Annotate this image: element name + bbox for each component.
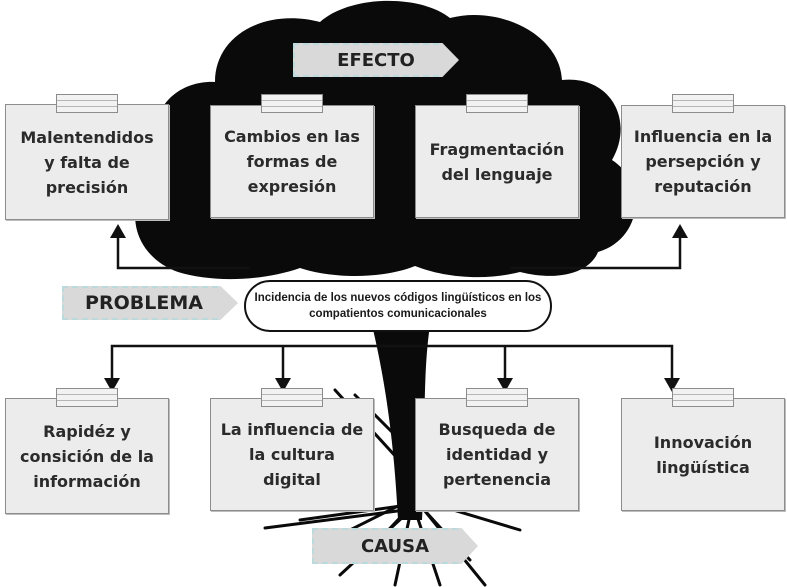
cause-banner: CAUSA <box>312 528 478 564</box>
tape-decoration <box>672 388 734 407</box>
effect-card-2: Cambios en las formas de expresión <box>210 105 374 218</box>
problem-banner: PROBLEMA <box>62 286 238 320</box>
arrow-head-cause-4 <box>664 378 680 392</box>
effect-card-3: Fragmentación del lenguaje <box>415 105 579 218</box>
effect-card-text: Fragmentación del lenguaje <box>429 139 565 184</box>
problem-label: PROBLEMA <box>85 292 203 314</box>
arrow-head-cause-1 <box>104 378 120 392</box>
problem-statement: Incidencia de los nuevos códigos lingüís… <box>254 292 542 320</box>
cause-card-1: Rapidéz y consición de la información <box>5 398 169 514</box>
tape-decoration <box>261 94 323 113</box>
effect-card-4: Influencia en la persepción y reputación <box>621 105 785 218</box>
effect-banner: EFECTO <box>293 43 459 77</box>
effect-connectors <box>116 232 682 270</box>
cause-card-text: Rapidéz y consición de la información <box>20 421 154 491</box>
arrow-head-cause-2 <box>275 378 291 392</box>
effect-label: EFECTO <box>337 49 415 71</box>
tape-decoration <box>672 94 734 113</box>
tape-decoration <box>466 94 528 113</box>
arrow-head-cause-3 <box>497 378 513 392</box>
effect-card-text: Malentendidos y falta de precisión <box>20 127 154 197</box>
cause-card-text: La influencia de la cultura digital <box>220 420 364 489</box>
effect-card-text: Cambios en las formas de expresión <box>224 127 360 196</box>
cause-card-text: Busqueda de identidad y pertenencia <box>438 420 556 489</box>
arrow-head-effect-1 <box>110 224 126 238</box>
tape-decoration <box>56 94 118 113</box>
tape-decoration <box>261 388 323 407</box>
cause-label: CAUSA <box>360 535 430 557</box>
cause-card-2: La influencia de la cultura digital <box>210 398 374 511</box>
tape-decoration <box>466 388 528 407</box>
arrow-head-effect-4 <box>672 224 688 238</box>
cause-connectors <box>110 344 674 382</box>
problem-bubble <box>244 280 552 332</box>
cause-card-3: Busqueda de identidad y pertenencia <box>415 398 579 511</box>
effect-card-1: Malentendidos y falta de precisión <box>5 104 169 220</box>
tape-decoration <box>56 388 118 407</box>
effect-card-text: Influencia en la persepción y reputación <box>633 127 773 196</box>
cause-card-text: Innovación lingüística <box>653 432 753 477</box>
cause-card-4: Innovación lingüística <box>621 398 785 511</box>
